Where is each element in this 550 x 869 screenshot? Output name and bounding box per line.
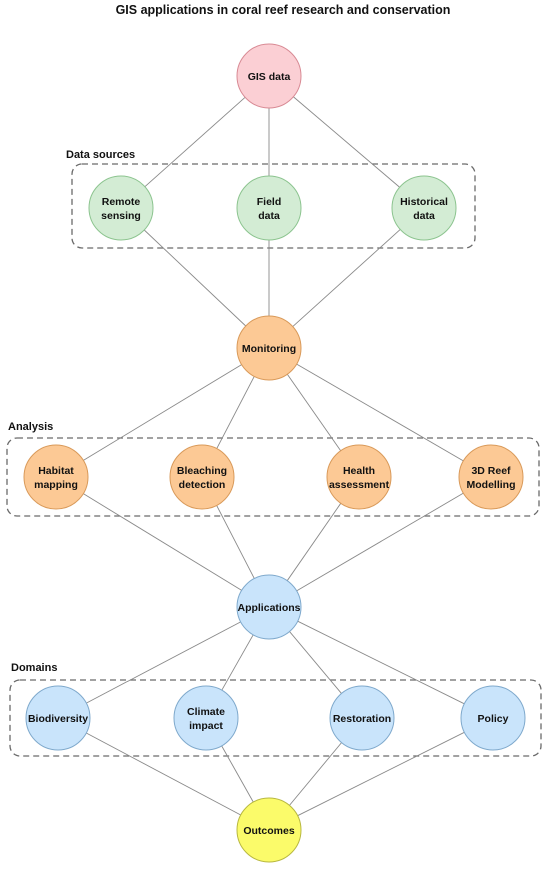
node-circle-field (236, 175, 302, 241)
node-label-historical: data (413, 210, 435, 222)
edge-applications-restoration (289, 631, 342, 694)
group-label-analysis: Analysis (8, 421, 53, 433)
edge-applications-biodiversity (86, 621, 241, 704)
diagram-title: GIS applications in coral reef research … (116, 3, 451, 17)
edge-policy-outcomes (297, 731, 465, 817)
node-label-biodiversity: Biodiversity (28, 713, 88, 725)
node-label-remote: sensing (101, 210, 141, 222)
node-label-health: Health (343, 465, 375, 477)
edge-bleaching-applications (216, 505, 255, 579)
node-bleaching: Bleaching detection (169, 444, 235, 510)
node-circle-climate (173, 685, 239, 751)
edge-biodiversity-outcomes (86, 732, 241, 816)
node-outcomes: Outcomes (236, 797, 302, 863)
group-box-domains (9, 679, 542, 757)
edge-remote-monitoring (143, 229, 247, 327)
node-label-climate: impact (189, 720, 223, 732)
group-box-analysis (6, 437, 540, 517)
node-circle-bleaching (169, 444, 235, 510)
node-label-policy: Policy (478, 713, 509, 725)
node-label-habitat: Habitat (38, 465, 74, 477)
node-gis: GIS data (236, 43, 302, 109)
node-monitoring: Monitoring (236, 315, 302, 381)
edge-habitat-applications (83, 493, 242, 591)
node-circle-historical (391, 175, 457, 241)
node-label-outcomes: Outcomes (243, 825, 295, 837)
node-label-field: data (258, 210, 280, 222)
node-circle-monitoring (236, 315, 302, 381)
node-restoration: Restoration (329, 685, 395, 751)
node-label-climate: Climate (187, 706, 225, 718)
node-label-monitoring: Monitoring (242, 343, 296, 355)
node-field: Field data (236, 175, 302, 241)
node-label-health: assessment (329, 479, 390, 491)
group-label-data_sources: Data sources (66, 149, 135, 161)
node-circle-biodiversity (25, 685, 91, 751)
node-circle-outcomes (236, 797, 302, 863)
edge-monitoring-habitat (83, 364, 242, 461)
node-habitat: Habitat mapping (23, 444, 89, 510)
edge-applications-policy (297, 620, 465, 705)
node-label-field: Field (257, 196, 282, 208)
node-historical: Historical data (391, 175, 457, 241)
node-circle-habitat (23, 444, 89, 510)
node-policy: Policy (460, 685, 526, 751)
edges-layer (83, 96, 465, 817)
node-circle-applications (236, 574, 302, 640)
edge-reef3d-applications (296, 492, 464, 592)
node-circle-remote (88, 175, 154, 241)
node-label-habitat: mapping (34, 479, 78, 491)
node-remote: Remote sensing (88, 175, 154, 241)
node-climate: Climate impact (173, 685, 239, 751)
node-circle-health (326, 444, 392, 510)
edge-monitoring-health (286, 373, 342, 452)
node-circle-gis (236, 43, 302, 109)
edge-climate-outcomes (221, 745, 254, 803)
node-circle-reef3d (458, 444, 524, 510)
node-circle-restoration (329, 685, 395, 751)
edge-gis-remote (144, 96, 246, 188)
node-label-bleaching: Bleaching (177, 465, 227, 477)
node-biodiversity: Biodiversity (25, 685, 91, 751)
edge-health-applications (286, 503, 342, 581)
node-label-historical: Historical (400, 196, 448, 208)
node-label-gis: GIS data (248, 71, 291, 83)
edge-restoration-outcomes (289, 742, 342, 806)
edge-historical-monitoring (292, 229, 401, 327)
node-label-applications: Applications (237, 602, 300, 614)
node-label-reef3d: Modelling (467, 479, 516, 491)
edge-monitoring-bleaching (216, 376, 255, 449)
node-label-reef3d: 3D Reef (471, 465, 511, 477)
node-label-restoration: Restoration (333, 713, 391, 725)
nodes-layer: GIS dataRemotesensingFielddataHistorical… (23, 43, 526, 863)
group-label-domains: Domains (11, 662, 57, 674)
node-circle-policy (460, 685, 526, 751)
node-applications: Applications (236, 574, 302, 640)
node-health: Health assessment (326, 444, 392, 510)
edge-monitoring-reef3d (296, 363, 464, 462)
edge-applications-climate (221, 634, 254, 691)
node-label-bleaching: detection (179, 479, 226, 491)
edge-gis-historical (293, 96, 400, 188)
group-box-data_sources (71, 163, 476, 249)
node-label-remote: Remote (102, 196, 141, 208)
